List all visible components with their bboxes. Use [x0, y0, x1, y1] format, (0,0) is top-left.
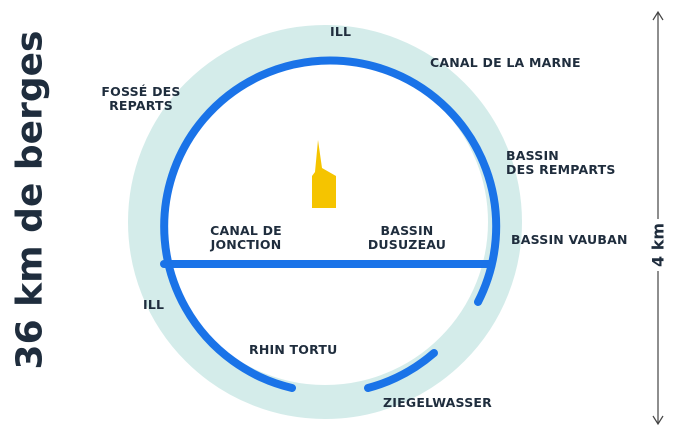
label-bassin-dusuzeau-line2: DUSUZEAU: [367, 237, 447, 252]
dimension-label: 4 km: [648, 218, 668, 272]
label-canal-jonction-line2: JONCTION: [210, 237, 282, 252]
label-bassin-vauban: BASSIN VAUBAN: [511, 232, 628, 247]
label-fosse-des-reparts: FOSSÉ DES REPARTS: [96, 85, 186, 113]
label-fosse-line2: REPARTS: [109, 98, 173, 113]
dimension-arrow: [652, 10, 664, 426]
cathedral-icon: [312, 140, 336, 208]
banks-halo-ring: [128, 25, 522, 419]
label-bassin-dusuzeau-line1: BASSIN: [380, 223, 434, 238]
label-canal-marne: CANAL DE LA MARNE: [430, 55, 581, 70]
vertical-title: 36 km de berges: [9, 30, 51, 370]
label-ill-left: ILL: [143, 297, 165, 312]
label-canal-jonction-line1: CANAL DE: [210, 223, 282, 238]
label-bassin-remparts-line1: BASSIN: [506, 148, 559, 163]
label-ill-top: ILL: [330, 24, 352, 39]
label-bassin-dusuzeau: BASSIN DUSUZEAU: [357, 224, 457, 252]
waterway-ziegelwasser: [364, 349, 438, 392]
label-fosse-line1: FOSSÉ DES: [101, 84, 181, 99]
label-canal-jonction: CANAL DE JONCTION: [196, 224, 296, 252]
waterway-main-loop: [160, 56, 501, 392]
label-bassin-remparts-line2: DES REMPARTS: [506, 162, 616, 177]
label-bassin-remparts: BASSIN DES REMPARTS: [506, 149, 616, 177]
label-ziegelwasser: ZIEGELWASSER: [383, 395, 492, 410]
label-rhin-tortu: RHIN TORTU: [249, 342, 338, 357]
